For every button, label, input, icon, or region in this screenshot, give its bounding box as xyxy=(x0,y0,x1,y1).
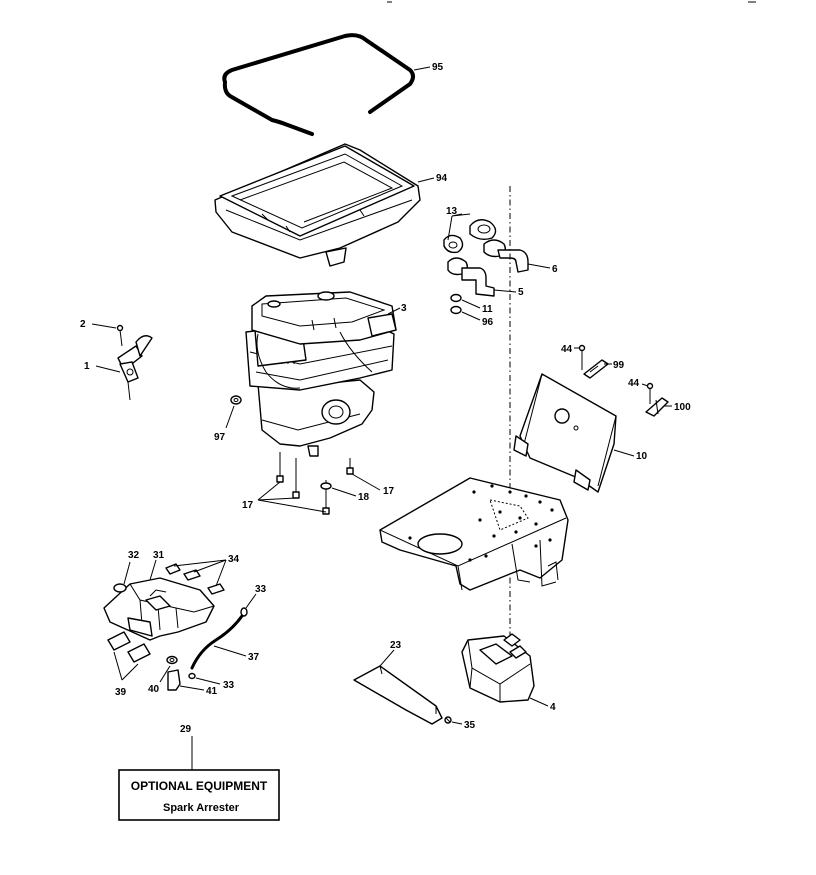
mount-bolts-17 xyxy=(276,452,354,515)
leader-17a xyxy=(257,481,327,513)
label-95: 95 xyxy=(432,62,444,73)
bolt-44b xyxy=(646,382,654,404)
leader-37 xyxy=(213,645,247,657)
leader-23 xyxy=(379,649,395,667)
label-33b: 33 xyxy=(223,680,235,691)
leader-95 xyxy=(413,66,431,71)
leader-31 xyxy=(149,559,157,581)
leader-17b xyxy=(351,473,381,491)
label-37: 37 xyxy=(248,652,260,663)
gaskets-34 xyxy=(165,563,225,595)
leader-11 xyxy=(461,299,481,309)
washer-40 xyxy=(166,655,178,665)
label-40: 40 xyxy=(148,684,160,695)
label-17a: 17 xyxy=(242,500,254,511)
leader-34 xyxy=(173,559,227,587)
fitting-33-upper xyxy=(240,607,248,617)
breather-tubes xyxy=(443,219,529,297)
leader-4 xyxy=(529,697,549,707)
label-35: 35 xyxy=(464,720,476,731)
leader-5 xyxy=(493,289,517,293)
label-39: 39 xyxy=(115,687,127,698)
label-96: 96 xyxy=(482,317,494,328)
label-1: 1 xyxy=(84,361,90,372)
leader-39 xyxy=(113,651,139,681)
leader-40 xyxy=(159,665,171,683)
label-3: 3 xyxy=(401,303,407,314)
seal-ring-95 xyxy=(222,33,415,136)
leader-3 xyxy=(387,307,401,315)
label-41: 41 xyxy=(206,686,218,697)
label-32: 32 xyxy=(128,550,140,561)
bracket-99 xyxy=(583,359,609,379)
label-11: 11 xyxy=(482,304,493,315)
label-2: 2 xyxy=(80,319,86,330)
leader-1 xyxy=(95,365,121,373)
label-94: 94 xyxy=(436,173,448,184)
chassis-plate xyxy=(379,477,569,591)
leader-2 xyxy=(91,323,117,329)
screw-35 xyxy=(444,716,452,724)
engine-3 xyxy=(245,291,397,457)
muffler-4 xyxy=(461,633,535,703)
label-31: 31 xyxy=(153,550,165,561)
label-99: 99 xyxy=(613,360,625,371)
bolt-44a xyxy=(578,344,586,370)
label-10: 10 xyxy=(636,451,648,462)
label-17b: 17 xyxy=(383,486,395,497)
leader-32 xyxy=(123,561,131,585)
label-97: 97 xyxy=(214,432,226,443)
leader-13 xyxy=(447,213,471,241)
leader-10 xyxy=(613,449,635,457)
leader-6 xyxy=(527,263,551,269)
label-18: 18 xyxy=(358,492,370,503)
washer-18 xyxy=(320,482,332,490)
leader-33a xyxy=(245,593,257,609)
label-100: 100 xyxy=(674,402,691,413)
leader-94 xyxy=(417,177,435,183)
label-5: 5 xyxy=(518,287,524,298)
label-29: 29 xyxy=(180,724,192,735)
optional-equipment-title: OPTIONAL EQUIPMENT xyxy=(131,779,268,793)
leader-33b xyxy=(195,677,221,685)
optional-equipment-subtitle: Spark Arrester xyxy=(163,802,240,814)
bracket-100 xyxy=(645,397,669,417)
shield-10 xyxy=(513,373,617,493)
label-23: 23 xyxy=(390,640,402,651)
leader-18 xyxy=(331,487,357,497)
fitting-33-lower xyxy=(188,672,196,680)
cap-32 xyxy=(113,583,127,593)
leader-35 xyxy=(451,721,463,725)
label-33a: 33 xyxy=(255,584,267,595)
leader-44b xyxy=(641,383,649,387)
grommet-97 xyxy=(230,395,242,405)
label-44b: 44 xyxy=(628,378,640,389)
label-34: 34 xyxy=(228,554,240,565)
air-cleaner-94 xyxy=(214,143,421,267)
elbow-41 xyxy=(167,669,181,691)
washers-11-96 xyxy=(450,293,462,315)
optional-equipment-box xyxy=(118,769,280,821)
throttle-control-1 xyxy=(116,324,153,401)
heat-shield-23 xyxy=(353,665,443,725)
label-6: 6 xyxy=(552,264,558,275)
label-44a: 44 xyxy=(561,344,573,355)
label-4: 4 xyxy=(550,702,556,713)
screens-39 xyxy=(107,631,151,663)
label-13: 13 xyxy=(446,206,458,217)
leader-97 xyxy=(225,405,235,429)
tube-37 xyxy=(190,614,244,670)
leader-96 xyxy=(461,311,481,321)
leader-41 xyxy=(179,685,205,691)
